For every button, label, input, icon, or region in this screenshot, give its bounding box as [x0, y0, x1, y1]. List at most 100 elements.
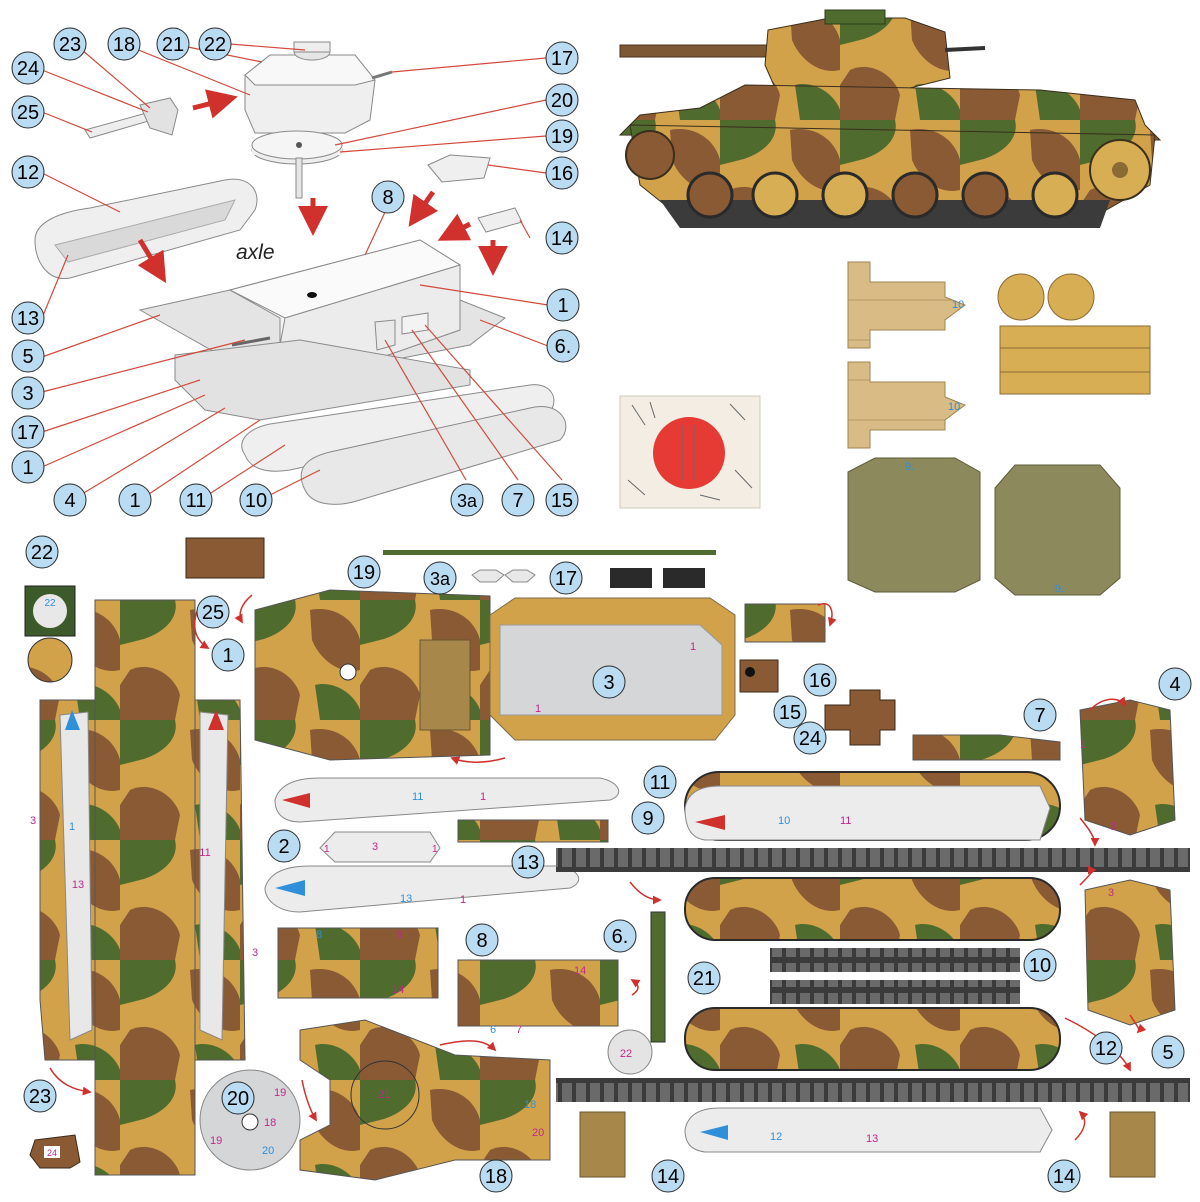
- callout-17-b: 17: [11, 415, 45, 449]
- sheet-callout-7: 7: [1023, 698, 1057, 732]
- part-20-center: [241, 1113, 259, 1131]
- callout-15: 15: [545, 483, 579, 517]
- mark-14-a: 14: [392, 984, 404, 996]
- track-tread-strip-c: [770, 980, 1020, 1004]
- sheet-callout-1: 1: [211, 638, 245, 672]
- part-3a-hex-b: [504, 569, 536, 583]
- svg-text:4: 4: [64, 490, 75, 512]
- mark-6: 6: [490, 1024, 496, 1036]
- svg-text:3: 3: [22, 383, 33, 405]
- part-16-net: [744, 603, 826, 643]
- axle-label: axle: [236, 241, 275, 264]
- turret-top: [244, 54, 376, 86]
- mark-13-a: 13: [72, 879, 84, 891]
- gun-barrel-part: [84, 111, 153, 139]
- mark-24: 24: [47, 1148, 57, 1158]
- sheet-callout-8: 8: [465, 923, 499, 957]
- part-14-crate-b: [1109, 1111, 1156, 1178]
- svg-text:1: 1: [22, 457, 33, 479]
- svg-text:10: 10: [245, 490, 267, 512]
- part-8-net: [277, 927, 439, 999]
- svg-text:3a: 3a: [430, 569, 451, 589]
- part-22-disc: [33, 594, 67, 628]
- assembly-arrows: [137, 89, 508, 284]
- drum-wrap: [999, 325, 1151, 395]
- svg-text:25: 25: [17, 102, 39, 124]
- rear-mg: [944, 46, 986, 52]
- svg-text:8: 8: [382, 187, 393, 209]
- part-11-red-marker: [282, 793, 310, 808]
- svg-text:25: 25: [202, 602, 224, 624]
- box-net-olive-1: [847, 457, 981, 593]
- sheet-callout-19: 19: [347, 555, 381, 589]
- mark-21: 21: [378, 1089, 390, 1101]
- svg-text:14: 14: [1053, 1166, 1075, 1188]
- mark-12: 12: [770, 1131, 782, 1143]
- road-wheels: [686, 171, 1079, 219]
- assembly-callouts: 22 23 18 21 24 25 17 20 19 16 12 8 14 13…: [11, 27, 580, 517]
- svg-text:7: 7: [1034, 705, 1045, 727]
- finished-tank-illustration: [618, 9, 1162, 228]
- mark-1-g: 1: [460, 894, 466, 906]
- part-16-shape: [427, 154, 491, 183]
- callout-8: 8: [371, 180, 405, 214]
- drive-sprocket: [625, 130, 675, 180]
- sheet-callout-16: 16: [803, 663, 837, 697]
- svg-text:1: 1: [129, 490, 140, 512]
- mark-11-b: 11: [412, 791, 423, 803]
- mark-22: 22: [44, 598, 56, 609]
- svg-text:3a: 3a: [457, 491, 478, 511]
- turret-gun: [371, 70, 393, 80]
- mark-20-b: 20: [532, 1127, 544, 1139]
- sheet-callout-13: 13: [511, 845, 545, 879]
- part-19-rod: [383, 550, 716, 555]
- drum-lid-1: [997, 273, 1045, 321]
- part-22-disc-sheet: [607, 1029, 653, 1075]
- callout-4: 4: [53, 483, 87, 517]
- commander-cupola: [824, 9, 886, 25]
- mark-1-f: 1: [432, 844, 438, 855]
- svg-text:7: 7: [512, 490, 523, 512]
- part-18-turret-net: [299, 1019, 551, 1181]
- callout-1-b: 1: [11, 450, 45, 484]
- part-24-net: [824, 689, 896, 746]
- part-11-strip: [274, 777, 620, 823]
- callout-12: 12: [11, 155, 45, 189]
- mark-1-d: 1: [480, 791, 486, 803]
- part-22-hatch: [27, 637, 73, 683]
- svg-text:8: 8: [476, 930, 487, 952]
- callout-1-c: 1: [118, 483, 152, 517]
- callout-25: 25: [11, 95, 45, 129]
- track-panel-10-white: [684, 785, 1051, 841]
- fender-white-left: [59, 711, 93, 1041]
- part-2-plate: [319, 831, 441, 863]
- part-15-block: [739, 659, 779, 693]
- mark-3-b: 3: [252, 947, 258, 959]
- mark-19-a: 19: [274, 1087, 286, 1099]
- flag-sun: [653, 417, 725, 489]
- track-panel-wheels-b: [684, 1007, 1061, 1071]
- part-17-grille-a: [610, 568, 652, 588]
- mark-19-b: 19: [210, 1135, 222, 1147]
- turret-hole-mark: [339, 663, 357, 681]
- mark-11-c: 11: [840, 815, 851, 827]
- supply-box-sheet: 10 10 9. 9.: [847, 261, 1151, 596]
- callout-20: 20: [545, 83, 579, 117]
- mark-18-a: 18: [264, 1117, 276, 1129]
- mark-3-c: 3: [372, 841, 378, 853]
- part-14-shape: [477, 207, 523, 233]
- part-4-side-net: [1079, 699, 1176, 836]
- svg-text:5: 5: [22, 346, 33, 368]
- hatch-side: [293, 41, 331, 53]
- callout-11: 11: [179, 483, 213, 517]
- sheet-callout-11: 11: [643, 765, 677, 799]
- box-net-tan-1: [847, 261, 967, 349]
- turret-body: [764, 17, 951, 89]
- part-21-turret-top: [350, 1060, 420, 1130]
- svg-text:6.: 6.: [555, 336, 572, 358]
- svg-text:17: 17: [551, 48, 573, 70]
- part-3a-shape: [374, 319, 396, 351]
- sheet-callout-17: 17: [549, 561, 583, 595]
- callout-7: 7: [501, 483, 535, 517]
- mark-1-h: 1: [1080, 739, 1086, 751]
